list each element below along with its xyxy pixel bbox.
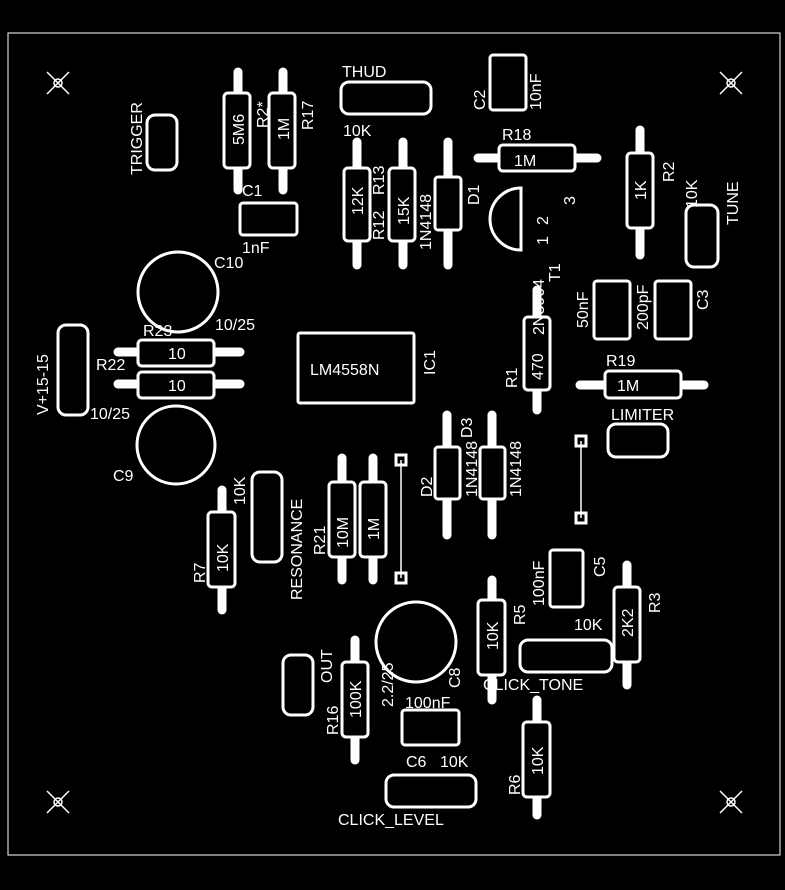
label-r6-val: 10K — [530, 746, 547, 775]
label-r22: R22 — [96, 357, 125, 374]
silkscreen-labels: TRIGGER 5M6 R2* 1M R17 THUD 10K C2 10nF … — [35, 64, 742, 829]
label-trigger: TRIGGER — [129, 102, 146, 175]
label-click-level: CLICK_LEVEL — [338, 812, 444, 829]
label-c3: C3 — [695, 289, 712, 310]
label-r16-val: 100K — [348, 680, 365, 718]
label-r23: R23 — [143, 323, 172, 340]
label-d1: D1 — [466, 184, 483, 205]
label-r2-val: 1K — [633, 180, 650, 200]
label-c6-val: 100nF — [405, 695, 451, 712]
label-ic1-val: LM4558N — [310, 362, 379, 379]
board-outline — [7, 32, 781, 856]
label-t1: T1 — [547, 263, 564, 282]
label-r7: R7 — [192, 562, 209, 583]
label-c3-val: 200pF — [635, 284, 652, 330]
label-r5: R5 — [512, 604, 529, 625]
label-c4-val: 50nF — [575, 291, 592, 328]
label-t1-p3: 3 — [562, 196, 579, 205]
label-click-level-val: 10K — [440, 754, 469, 771]
label-c10: C10 — [214, 255, 243, 272]
jumper-wire — [394, 434, 588, 585]
label-c6: C6 — [406, 754, 427, 771]
label-d3-val: 1N4148 — [508, 441, 525, 497]
label-thud-val: 10K — [343, 123, 372, 140]
label-r2s: R2* — [255, 101, 272, 128]
label-click-tone: CLICK_TONE — [483, 677, 583, 694]
label-r19: R19 — [606, 353, 635, 370]
label-r21-val: 10M — [335, 517, 352, 548]
transistor-icon — [488, 186, 523, 252]
label-r5-val: 10K — [485, 621, 502, 650]
label-d1-val: 1N4148 — [418, 194, 435, 250]
label-r12: R12 — [371, 211, 388, 240]
label-r1-val: 470 — [530, 353, 547, 380]
label-c9: C9 — [113, 468, 134, 485]
label-d3: D3 — [459, 417, 476, 438]
label-r17: R17 — [300, 101, 317, 130]
label-r12-val: 12K — [350, 186, 367, 215]
label-c5-val: 100nF — [531, 560, 548, 606]
label-c1-val: 1nF — [242, 240, 270, 257]
resistors — [113, 67, 709, 820]
label-c2: C2 — [472, 89, 489, 110]
label-out: OUT — [319, 649, 336, 683]
label-t1-p1: 1 — [535, 236, 552, 245]
label-r22-val: 10 — [168, 378, 186, 395]
label-r3-val: 2K2 — [620, 608, 637, 637]
label-res-val: 10K — [232, 476, 249, 505]
label-r19-val: 1M — [617, 378, 639, 395]
label-r18-val: 1M — [514, 153, 536, 170]
label-r2s-val: 5M6 — [231, 114, 248, 145]
label-tune: TUNE — [725, 181, 742, 225]
label-r1: R1 — [504, 367, 521, 388]
label-c1: C1 — [242, 183, 263, 200]
label-r23-val: 10 — [168, 346, 186, 363]
label-r13-val: 15K — [396, 196, 413, 225]
label-c10-val: 10/25 — [215, 317, 255, 334]
mounting-hole-icon — [46, 71, 743, 814]
label-r18: R18 — [502, 127, 531, 144]
label-c2-val: 10nF — [528, 73, 545, 110]
header-pads — [56, 80, 720, 809]
label-tune-val: 10K — [684, 179, 701, 208]
label-c8: C8 — [447, 667, 464, 688]
label-t1-val: 2N3904 — [531, 279, 548, 335]
label-click-tone-val: 10K — [574, 617, 603, 634]
label-r2: R2 — [661, 161, 678, 182]
label-r6: R6 — [507, 774, 524, 795]
label-d2-val: 1N4148 — [464, 441, 481, 497]
label-ic1: IC1 — [422, 350, 439, 375]
label-thud: THUD — [342, 64, 386, 81]
label-resonance: RESONANCE — [289, 499, 306, 600]
capacitor-icon — [135, 53, 693, 747]
label-t1-p2: 2 — [535, 216, 552, 225]
label-r20-val: 1M — [366, 518, 383, 540]
label-r17-val: 1M — [276, 118, 293, 140]
diode-icon — [433, 137, 507, 540]
label-d2: D2 — [419, 476, 436, 497]
label-r21: R21 — [312, 526, 329, 555]
label-c9-val: 10/25 — [90, 406, 130, 423]
label-c8-val: 2.2/25 — [380, 662, 397, 707]
label-r7-val: 10K — [215, 543, 232, 572]
label-power: V+15-15 — [35, 354, 52, 415]
label-r3: R3 — [647, 592, 664, 613]
label-r13: R13 — [371, 166, 388, 195]
label-r16: R16 — [325, 706, 342, 735]
ic-body — [296, 331, 416, 405]
label-c5: C5 — [592, 556, 609, 577]
label-limiter: LIMITER — [611, 407, 674, 424]
